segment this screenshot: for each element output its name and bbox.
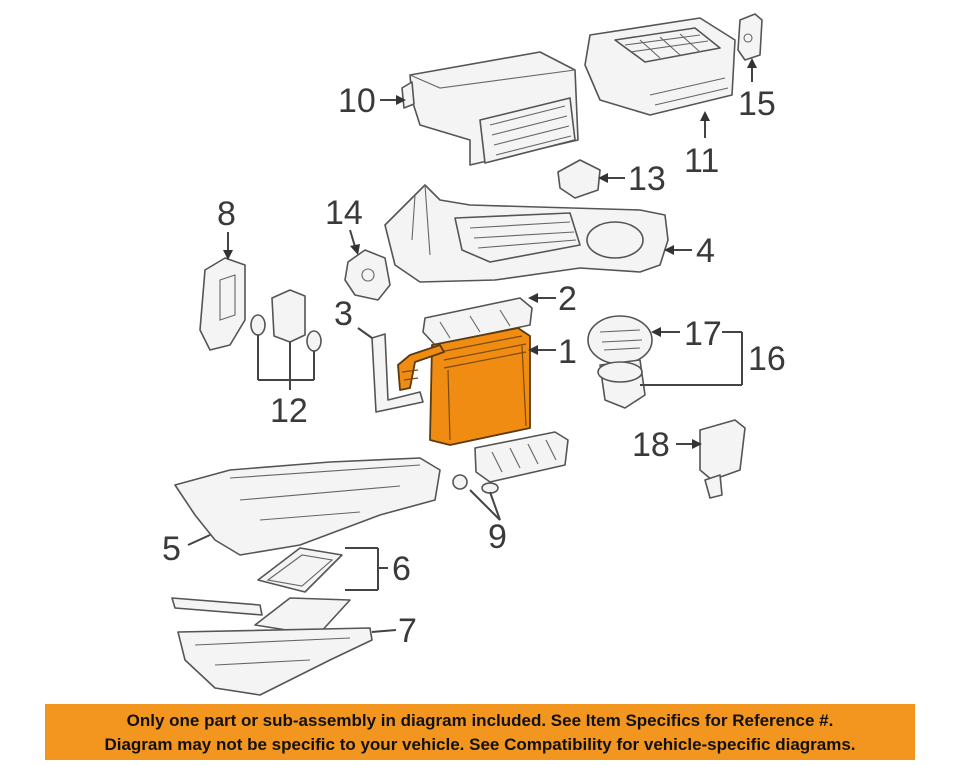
callout-16: 16 [748,340,786,378]
part-13-bracket [557,159,601,199]
callout-5: 5 [162,530,181,568]
callout-15: 15 [738,85,776,123]
part-14-actuator [344,249,391,301]
disclaimer-banner: Only one part or sub-assembly in diagram… [45,704,915,760]
callout-9: 9 [488,518,507,556]
leader-lines [187,58,757,633]
callout-8: 8 [217,195,236,233]
part-2-cover [422,297,533,346]
callout-13: 13 [628,160,666,198]
parts-diagram: 1 2 3 4 5 6 7 8 9 10 11 12 13 14 15 16 1… [162,13,786,696]
disclaimer-line-2: Diagram may not be specific to your vehi… [104,735,856,754]
part-4-heater-case [384,184,669,283]
callout-18: 18 [632,426,670,464]
part-7-bottom-tray [171,597,373,696]
part-12-expansion-valve [250,289,322,352]
part-8-actuator [199,257,246,351]
callout-3: 3 [334,295,353,333]
callout-6: 6 [392,550,411,588]
part-9-filter-tray [452,431,569,494]
part-18-resistor [699,419,746,499]
callout-7: 7 [398,612,417,650]
callout-4: 4 [696,232,715,270]
part-15-sensor [737,13,763,61]
callout-1: 1 [558,333,577,371]
part-10-intake-housing [401,51,579,166]
callout-12: 12 [270,392,308,430]
callout-11: 11 [684,142,719,180]
callout-numbers: 1 2 3 4 5 6 7 8 9 10 11 12 13 14 15 16 1… [162,82,786,650]
part-11-upper-case [584,17,736,116]
callout-17: 17 [684,315,722,353]
callout-2: 2 [558,280,577,318]
disclaimer-line-1: Only one part or sub-assembly in diagram… [126,711,834,730]
callout-14: 14 [325,194,363,232]
part-17-blower-motor [587,315,653,409]
part-6-filter [254,547,351,636]
part-3-seal [371,333,424,413]
callout-10: 10 [338,82,376,120]
part-5-lower-case [174,457,441,556]
part-1-evaporator [397,327,531,446]
